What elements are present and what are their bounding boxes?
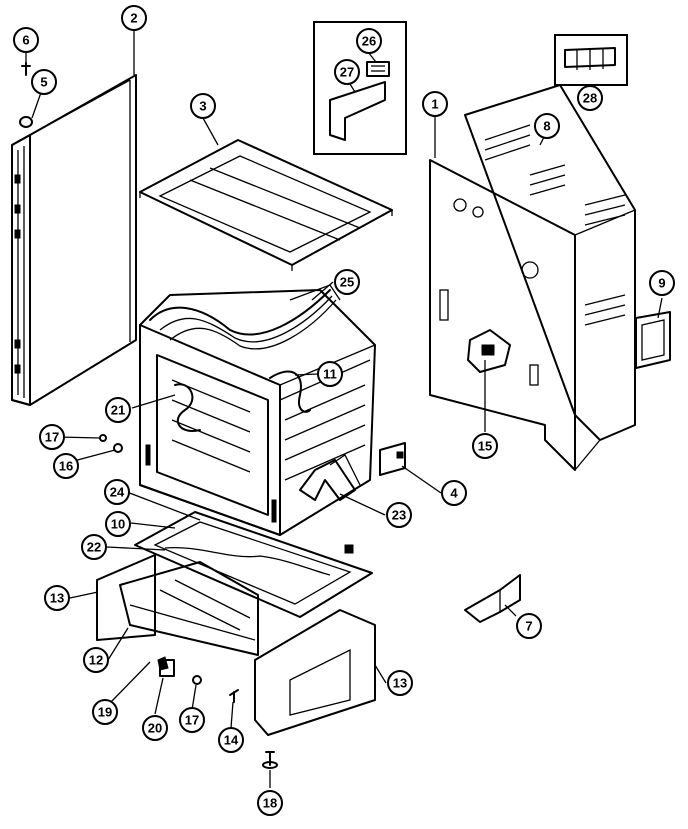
callout-13-right: 13 — [387, 670, 413, 696]
callout-23: 23 — [386, 502, 412, 528]
callout-label: 10 — [111, 517, 125, 532]
screw-16-part — [113, 443, 123, 453]
callout-label: 16 — [59, 459, 73, 474]
callout-3: 3 — [190, 93, 216, 119]
inset-box-28 — [554, 34, 628, 86]
callout-22: 22 — [81, 534, 107, 560]
callout-19: 19 — [92, 699, 118, 725]
callout-label: 23 — [392, 508, 406, 523]
callout-label: 19 — [98, 705, 112, 720]
callout-label: 28 — [583, 91, 597, 106]
screw-17-left-part — [99, 434, 107, 442]
callout-17-left: 17 — [39, 424, 65, 450]
callout-10: 10 — [105, 511, 131, 537]
clip-part — [19, 116, 33, 128]
callout-20: 20 — [142, 715, 168, 741]
callout-label: 15 — [478, 439, 492, 454]
callout-label: 17 — [45, 430, 59, 445]
anti-tip-bracket-part — [464, 574, 521, 623]
callout-label: 14 — [224, 733, 239, 748]
callout-13-left: 13 — [44, 585, 70, 611]
callout-label: 4 — [450, 486, 458, 501]
callout-label: 6 — [22, 33, 29, 48]
callout-label: 12 — [89, 653, 103, 668]
callout-label: 3 — [199, 99, 206, 114]
back-panel-part — [429, 84, 636, 471]
cover-plate-part — [635, 311, 671, 369]
callout-5: 5 — [31, 69, 57, 95]
callout-6: 6 — [13, 27, 39, 53]
callout-27: 27 — [334, 59, 360, 85]
broil-element-part — [269, 370, 311, 413]
callout-label: 2 — [130, 11, 137, 26]
callout-label: 5 — [40, 75, 47, 90]
callout-15: 15 — [472, 433, 498, 459]
hinge-part — [299, 454, 361, 501]
screw-14-part — [229, 689, 239, 703]
callout-18: 18 — [257, 790, 283, 816]
callout-label: 17 — [185, 713, 199, 728]
callout-11: 11 — [317, 361, 343, 387]
callout-label: 22 — [87, 540, 101, 555]
callout-17-bottom: 17 — [179, 707, 205, 733]
callout-26: 26 — [356, 28, 382, 54]
leveling-leg-part — [262, 751, 278, 769]
base-frame-part — [96, 554, 376, 736]
side-panel-part — [11, 74, 137, 406]
callout-1: 1 — [422, 91, 448, 117]
callout-7: 7 — [516, 613, 542, 639]
screw-part — [21, 62, 31, 76]
callout-16: 16 — [53, 453, 79, 479]
callout-24: 24 — [104, 479, 130, 505]
callout-9: 9 — [649, 270, 675, 296]
callout-28: 28 — [577, 85, 603, 111]
top-panel-part — [139, 139, 393, 271]
callout-14: 14 — [218, 727, 244, 753]
screw-17-part — [192, 675, 202, 685]
switch-20-part — [159, 659, 175, 677]
callout-label: 21 — [111, 403, 125, 418]
callout-4: 4 — [441, 480, 467, 506]
callout-25: 25 — [334, 269, 360, 295]
callout-label: 8 — [543, 119, 550, 134]
callout-label: 7 — [525, 619, 532, 634]
callout-label: 11 — [323, 367, 337, 382]
bracket-part — [379, 442, 406, 476]
callout-label: 24 — [110, 485, 125, 500]
callout-12: 12 — [83, 647, 109, 673]
callout-2: 2 — [121, 5, 147, 31]
callout-21: 21 — [105, 397, 131, 423]
wire-harness-part — [149, 284, 341, 350]
callout-label: 20 — [148, 721, 162, 736]
callout-label: 18 — [263, 796, 277, 811]
callout-label: 25 — [340, 275, 354, 290]
callout-label: 9 — [658, 276, 665, 291]
callout-label: 27 — [340, 65, 354, 80]
callout-label: 1 — [431, 97, 438, 112]
callout-label: 26 — [362, 34, 376, 49]
inset-box-26-27 — [313, 21, 407, 155]
bake-element-part — [174, 383, 201, 432]
bottom-plate-part — [134, 511, 373, 618]
callout-8: 8 — [534, 113, 560, 139]
callout-label: 13 — [50, 591, 64, 606]
callout-label: 13 — [393, 676, 407, 691]
